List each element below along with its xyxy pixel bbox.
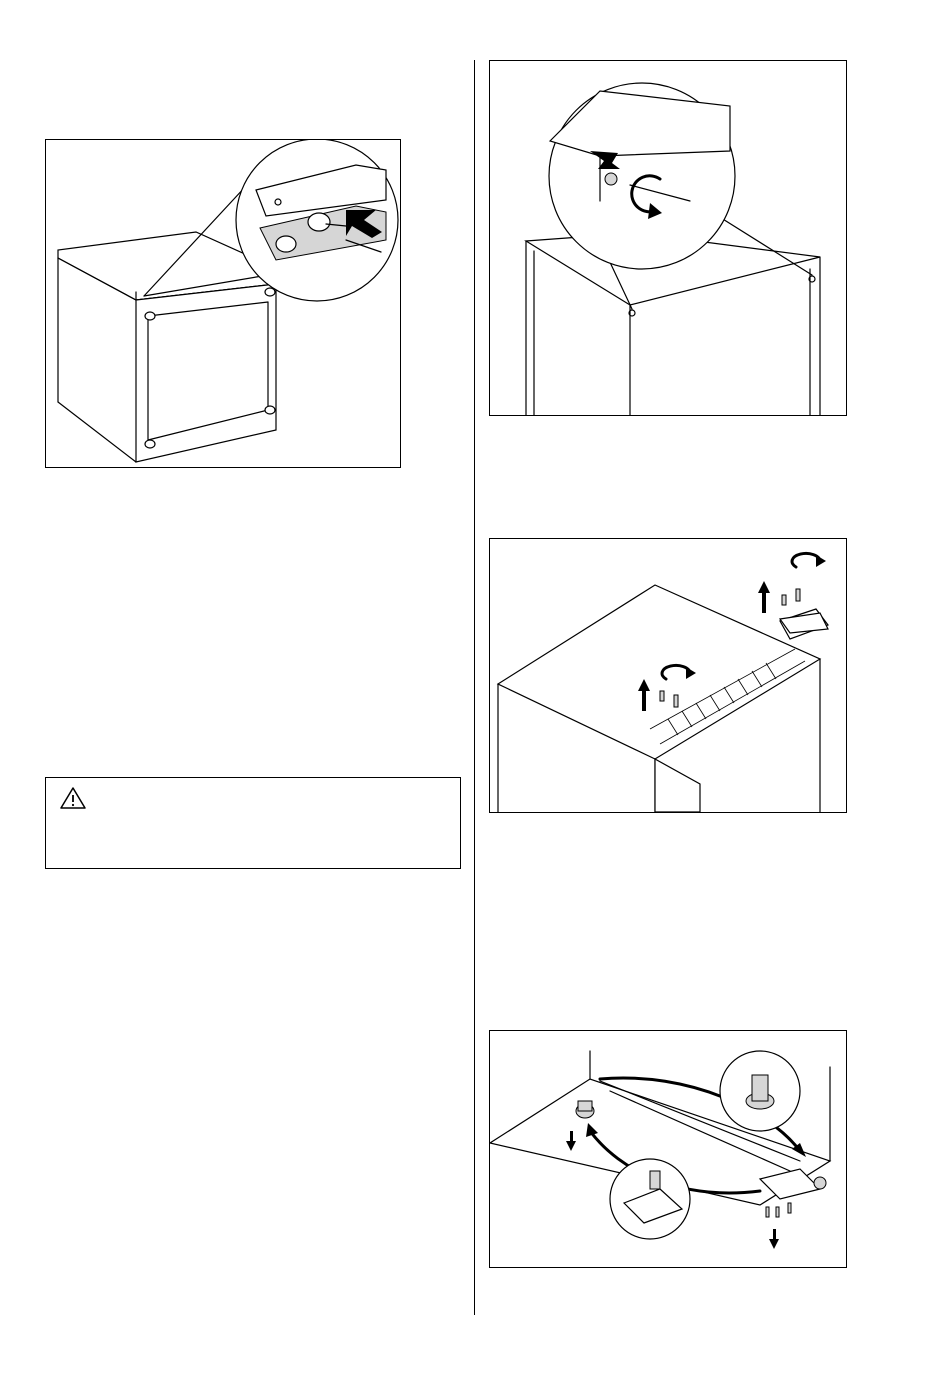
column-divider (474, 60, 475, 1315)
door-hinge-cover-figure (45, 139, 401, 468)
top-hinge-removal-figure (489, 538, 847, 813)
warning-triangle-icon (59, 786, 87, 810)
bottom-hinge-swap-figure (489, 1030, 847, 1268)
top-cover-screw-figure (489, 60, 847, 416)
warning-box (45, 777, 461, 869)
